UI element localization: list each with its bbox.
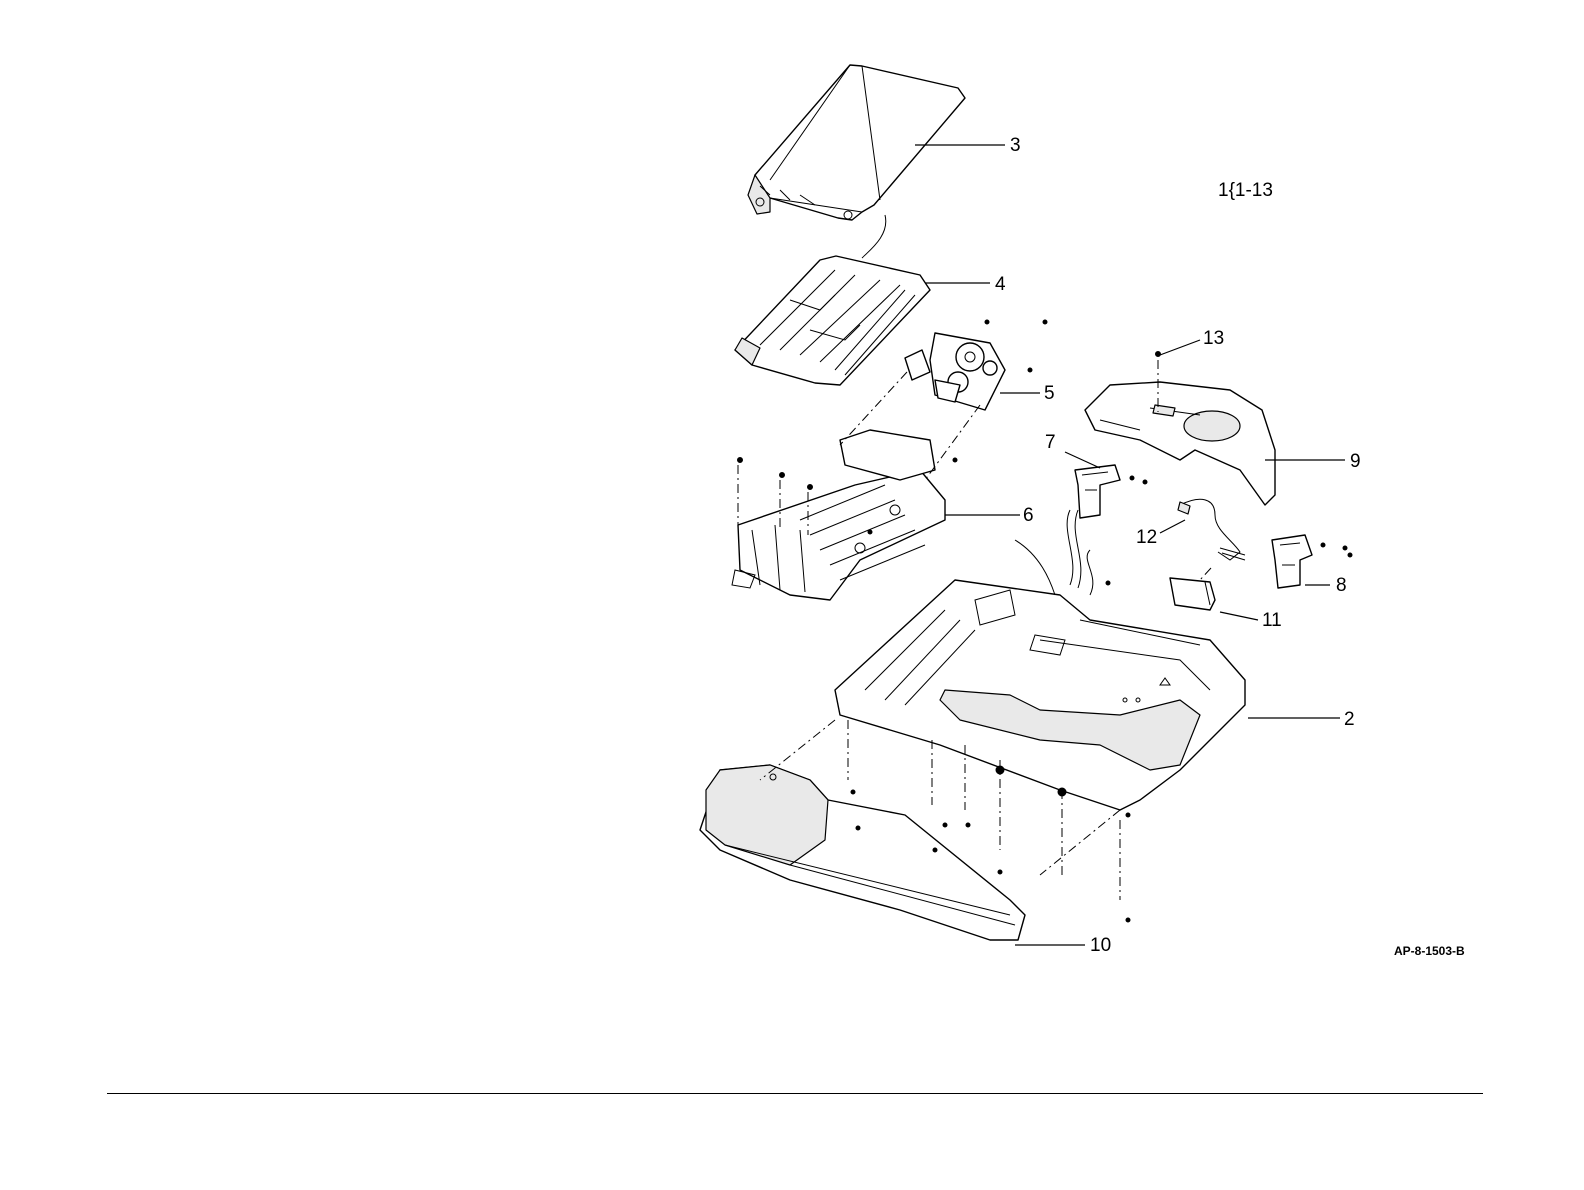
callout-11: 11	[1262, 610, 1282, 631]
part-7-sensor-bracket	[1075, 465, 1120, 518]
part-3-top-cover	[748, 65, 965, 220]
callout-6: 6	[1023, 505, 1034, 526]
part-11-connector-cover	[1170, 578, 1215, 610]
part-9-right-cover	[1085, 382, 1275, 505]
callout-4: 4	[995, 274, 1006, 295]
range-note: 1{1-13	[1218, 180, 1273, 201]
part-12-harness	[1178, 499, 1245, 560]
drawing-reference: AP-8-1503-B	[1394, 944, 1465, 958]
part-4-upper-guide	[735, 215, 930, 385]
part-8-sensor-bracket	[1272, 535, 1312, 588]
callout-10: 10	[1090, 935, 1111, 956]
part-6-feed-assembly	[732, 430, 945, 600]
part-10-lower-base	[700, 765, 1025, 940]
footer-rule	[107, 1093, 1483, 1094]
part-5-drive-assembly	[905, 333, 1005, 410]
callout-9: 9	[1350, 451, 1361, 472]
callout-7: 7	[1045, 432, 1056, 453]
callout-13: 13	[1203, 328, 1224, 349]
callout-5: 5	[1044, 383, 1055, 404]
callout-12: 12	[1136, 527, 1157, 548]
callout-8: 8	[1336, 575, 1347, 596]
callout-2: 2	[1344, 709, 1355, 730]
callout-3: 3	[1010, 135, 1021, 156]
